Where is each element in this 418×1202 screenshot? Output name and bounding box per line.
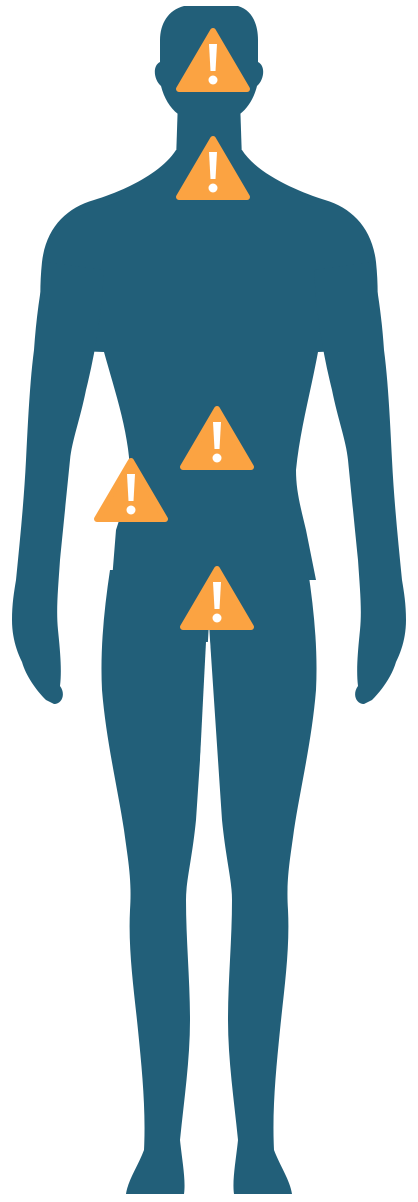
leg-right (206, 570, 317, 1194)
arm-left (12, 262, 104, 704)
arm-right (314, 262, 406, 704)
exclamation-dot (127, 506, 136, 515)
exclamation-dot (213, 454, 222, 463)
exclamation-dot (213, 614, 222, 623)
exclamation-dot (209, 76, 218, 85)
exclamation-dot (209, 184, 218, 193)
leg-left (101, 570, 212, 1194)
